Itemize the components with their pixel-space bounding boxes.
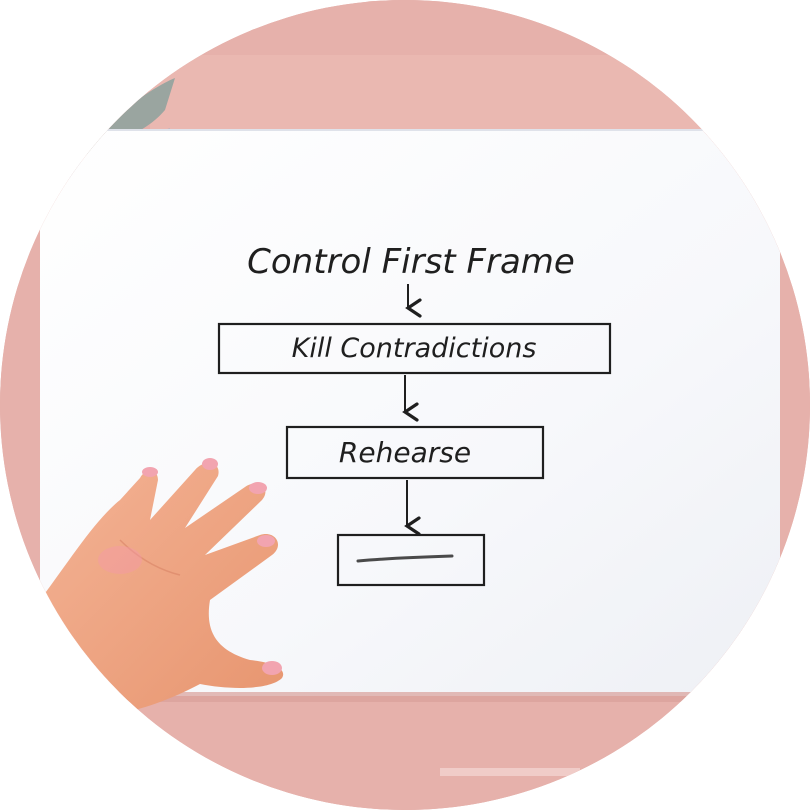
step-1-label: Kill Contradictions [292, 333, 537, 364]
whiteboard-bottom-shadow [40, 692, 780, 702]
step-2-label: Rehearse [339, 436, 471, 469]
step-3-box [336, 533, 486, 587]
board-ledge-mark [440, 768, 580, 776]
step-2-box [285, 425, 545, 480]
hand-blush [98, 546, 142, 574]
step-1-box [217, 322, 612, 375]
fingernail-1 [142, 467, 158, 477]
fingernail-2 [202, 458, 218, 470]
step-3-placeholder-line [356, 554, 454, 563]
hand-crease [119, 539, 181, 576]
fingernail-3 [249, 482, 267, 494]
hand-illustration [40, 458, 284, 715]
fingernail-4 [257, 535, 275, 547]
hand-shape [40, 462, 284, 715]
diagram-title: Control First Frame [247, 242, 575, 282]
thumbnail [262, 661, 282, 675]
